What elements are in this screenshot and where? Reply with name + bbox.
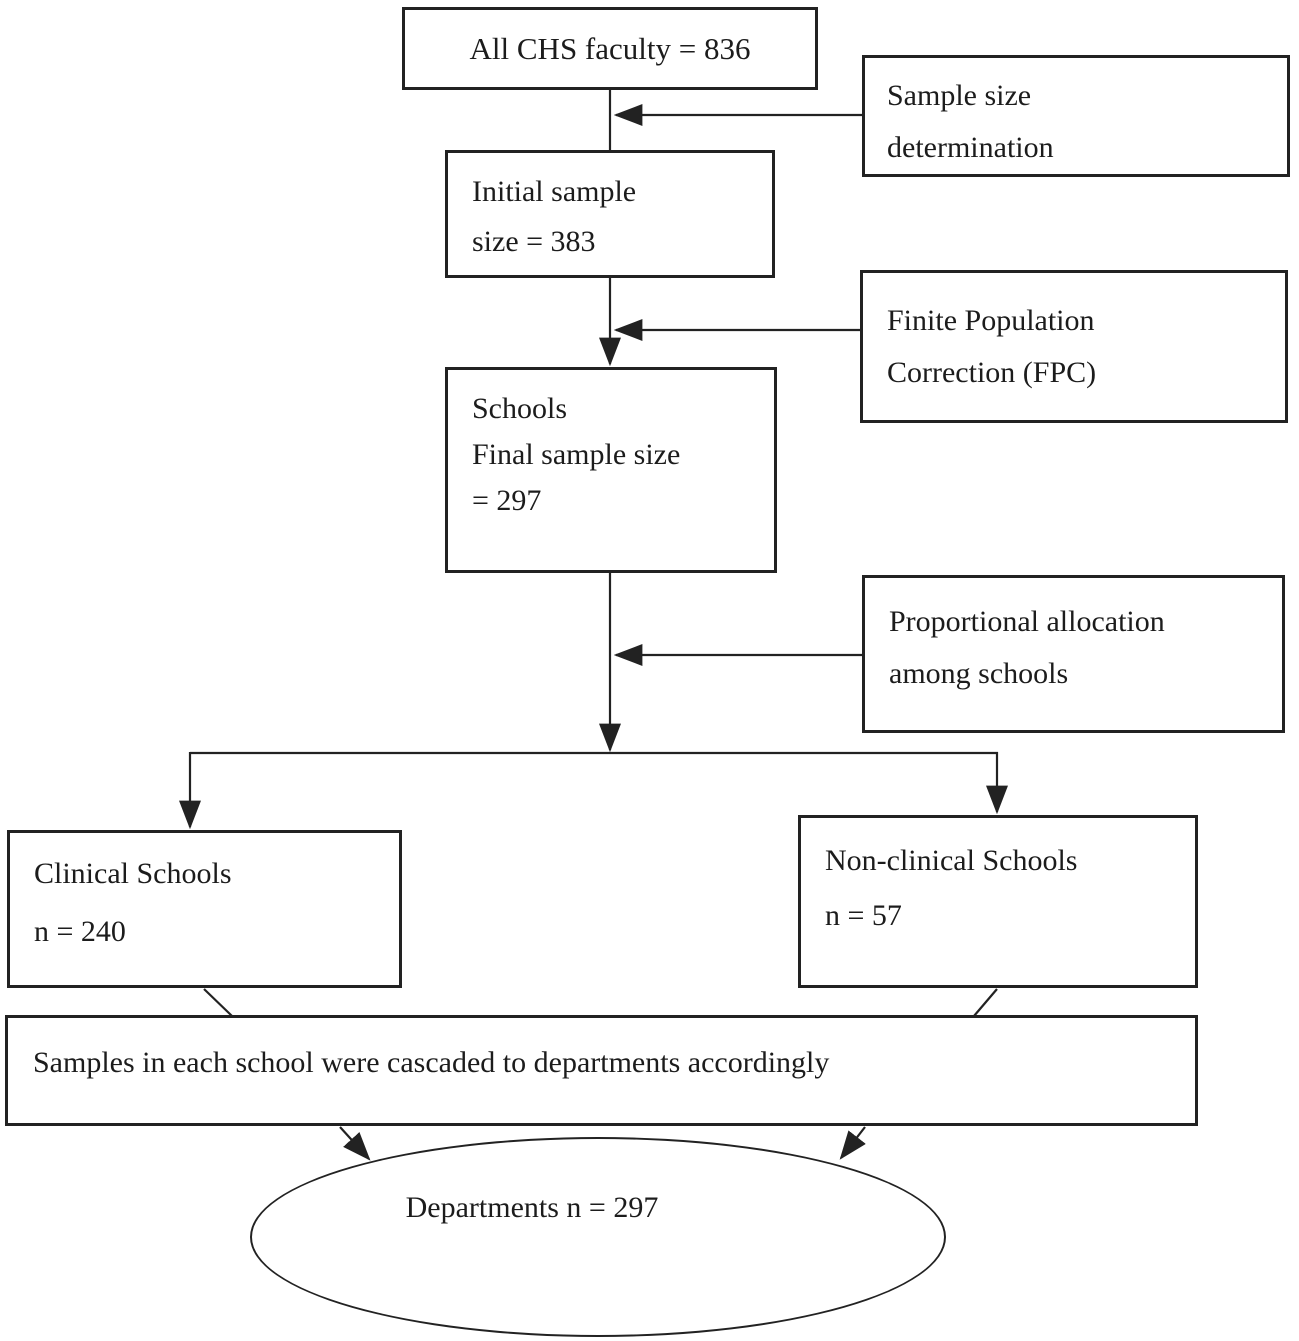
- node-proportional-allocation-line2: among schools: [889, 657, 1069, 690]
- node-proportional-allocation-line1: Proportional allocation: [889, 605, 1165, 638]
- node-schools-final-line3: = 297: [472, 484, 542, 517]
- node-clinical-schools: Clinical Schools n = 240: [7, 830, 402, 988]
- node-departments-label: Departments n = 297: [405, 1191, 659, 1224]
- arrow-cascade-to-departments-left: [339, 1126, 371, 1161]
- node-sample-size-determination: Sample size determination: [862, 55, 1290, 177]
- node-nonclinical-schools-title: Non-clinical Schools: [825, 844, 1078, 877]
- line-clinical-to-cascade: [203, 988, 233, 1017]
- node-nonclinical-schools-count: n = 57: [825, 899, 902, 932]
- node-clinical-schools-count: n = 240: [34, 915, 126, 948]
- node-fpc-line2: Correction (FPC): [887, 356, 1097, 389]
- node-cascade-label: Samples in each school were cascaded to …: [33, 1046, 830, 1079]
- node-initial-sample-line1: Initial sample: [472, 175, 637, 208]
- node-departments-ellipse: Departments n = 297: [250, 1137, 946, 1337]
- node-clinical-schools-title: Clinical Schools: [34, 857, 232, 890]
- node-initial-sample-line2: size = 383: [472, 225, 596, 258]
- node-nonclinical-schools: Non-clinical Schools n = 57: [798, 815, 1198, 988]
- arrow-cascade-to-departments-right: [839, 1126, 866, 1160]
- node-schools-final-line2: Final sample size: [472, 438, 681, 471]
- node-finite-population-correction: Finite Population Correction (FPC): [860, 270, 1288, 423]
- node-sample-size-determination-line2: determination: [887, 131, 1054, 164]
- node-schools-final-sample-size: Schools Final sample size = 297: [445, 367, 777, 573]
- node-sample-size-determination-line1: Sample size: [887, 79, 1032, 112]
- node-schools-final-line1: Schools: [472, 392, 568, 425]
- node-initial-sample-size: Initial sample size = 383: [445, 150, 775, 278]
- node-all-chs-faculty: All CHS faculty = 836: [402, 7, 818, 90]
- node-cascade-to-departments: Samples in each school were cascaded to …: [5, 1015, 1198, 1126]
- line-nonclinical-to-cascade: [973, 988, 998, 1017]
- node-proportional-allocation: Proportional allocation among schools: [862, 575, 1285, 733]
- node-all-chs-faculty-label: All CHS faculty = 836: [469, 30, 751, 66]
- node-fpc-line1: Finite Population: [887, 304, 1095, 337]
